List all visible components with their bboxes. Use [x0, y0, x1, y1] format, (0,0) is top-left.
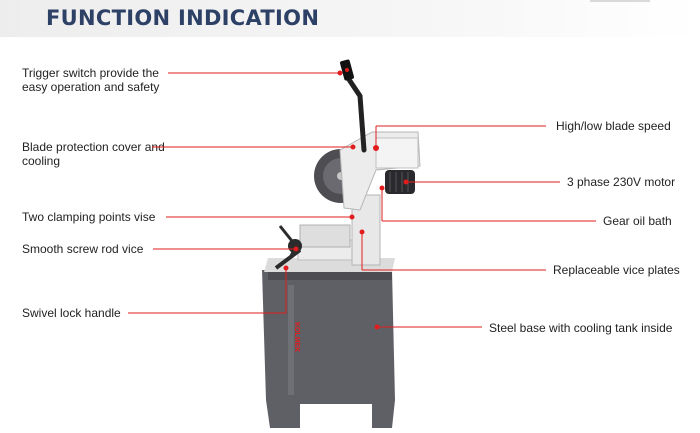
leader-clamping-vise-dot: [349, 214, 355, 220]
callout-swivel-lock-label: Swivel lock handle: [22, 306, 121, 320]
leader-steel-base-dot: [374, 324, 380, 330]
leader-blade-cover-dot: [350, 144, 356, 150]
callout-steel-base-label: Steel base with cooling tank inside: [489, 321, 673, 335]
callout-trigger-label: Trigger switch provide the easy operatio…: [22, 66, 160, 94]
leader-motor-dot: [403, 179, 409, 185]
callout-screw-vice-label: Smooth screw rod vice: [22, 242, 144, 256]
header-bar: [0, 0, 700, 37]
header-divider: [590, 0, 650, 2]
leader-trigger-dot: [337, 70, 343, 76]
motor: [385, 170, 415, 194]
leader-screw-vice-dot: [293, 246, 299, 252]
callout-clamping-vise-label: Two clamping points vise: [22, 210, 156, 224]
page-title: FUNCTION INDICATION: [46, 6, 320, 30]
leader-blade-speed-dot: [373, 145, 379, 151]
callout-blade-cover-label: Blade protection cover and cooling: [22, 140, 165, 168]
brand-label: KOLMEK: [293, 322, 300, 352]
callout-motor-label: 3 phase 230V motor: [567, 175, 676, 189]
callout-gear-oil-label: Gear oil bath: [603, 214, 672, 228]
leader-vice-plates-dot: [359, 229, 365, 235]
leader-swivel-lock-dot: [283, 265, 289, 271]
leader-gear-oil-dot: [379, 185, 385, 191]
steel-base-cabinet: [262, 270, 395, 428]
head-casing: [339, 131, 421, 211]
trigger-handle: [340, 59, 367, 153]
callout-blade-speed-label: High/low blade speed: [556, 119, 671, 133]
callout-vice-plates-label: Replaceable vice plates: [553, 263, 680, 277]
